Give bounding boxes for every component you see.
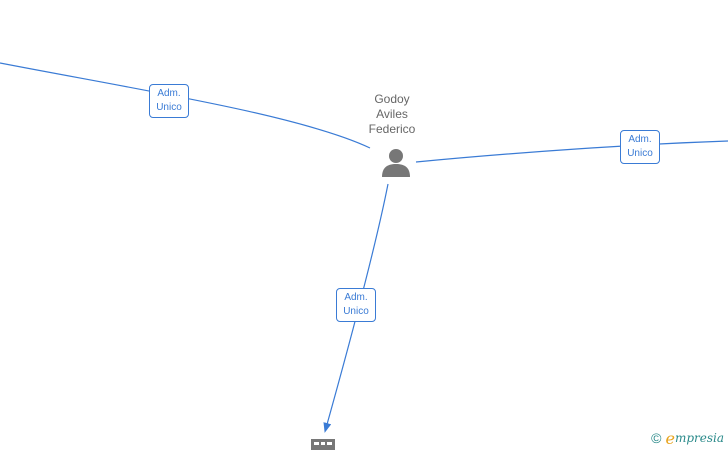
copyright-icon: © bbox=[651, 430, 662, 446]
role-label-right-line-1: Adm. bbox=[628, 134, 652, 145]
role-label-left[interactable]: Adm. Unico bbox=[149, 84, 189, 118]
edge-line-right bbox=[415, 140, 728, 163]
person-name-line-2: Aviles bbox=[376, 107, 408, 121]
role-label-bottom-line-1: Adm. bbox=[344, 292, 368, 303]
empresia-watermark: © e mpresia bbox=[651, 428, 724, 448]
role-label-right-line-2: Unico bbox=[627, 148, 653, 159]
building-icon[interactable] bbox=[310, 437, 336, 450]
person-name-line-1: Godoy bbox=[374, 92, 410, 106]
role-label-right[interactable]: Adm. Unico bbox=[620, 130, 660, 164]
role-label-bottom[interactable]: Adm. Unico bbox=[336, 288, 376, 322]
person-name-line-3: Federico bbox=[368, 122, 416, 136]
brand-initial: e bbox=[665, 428, 675, 448]
brand-name: mpresia bbox=[674, 431, 724, 445]
role-label-left-line-1: Adm. bbox=[157, 88, 181, 99]
edge-line-left bbox=[0, 62, 371, 149]
person-icon[interactable] bbox=[380, 147, 412, 177]
role-label-bottom-line-2: Unico bbox=[343, 306, 369, 317]
person-name-label[interactable]: Godoy Aviles Federico bbox=[352, 92, 432, 137]
role-label-left-line-2: Unico bbox=[156, 102, 182, 113]
